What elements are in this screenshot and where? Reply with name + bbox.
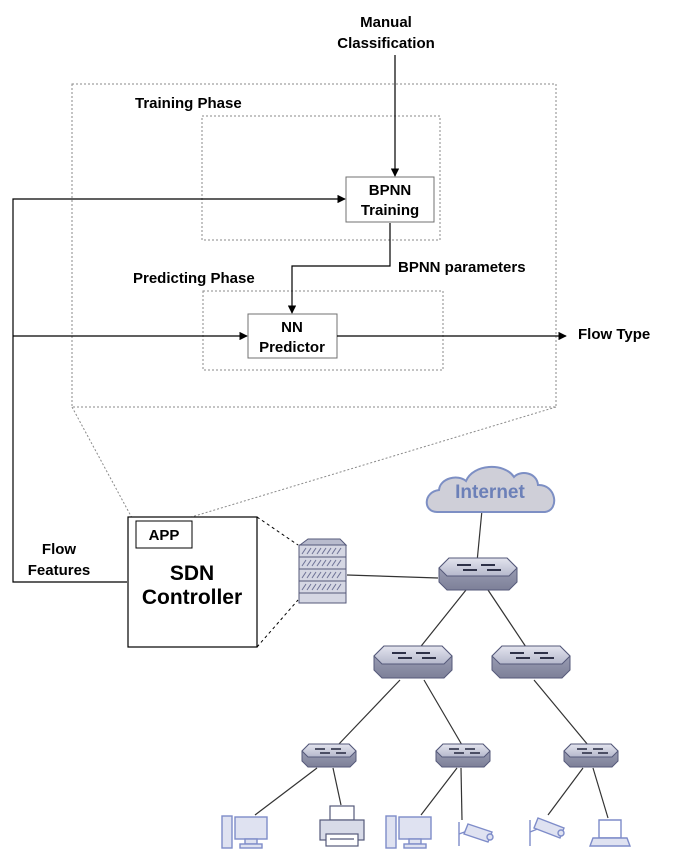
desktop-pc-1-icon <box>221 815 268 849</box>
flow-features-label-2: Features <box>28 562 91 579</box>
manual-classification-label-2: Classification <box>337 35 435 52</box>
aggregation-switch-right-icon <box>491 645 571 679</box>
flow-type-label: Flow Type <box>578 326 650 343</box>
flow-features-label-1: Flow <box>42 541 76 558</box>
training-phase-region <box>201 115 441 241</box>
core-switch-icon <box>438 557 518 591</box>
controller-server-link-top <box>256 516 299 546</box>
bpnn-training-box <box>345 176 435 223</box>
camera-1-icon <box>458 822 494 846</box>
nn-predictor-label-2: Predictor <box>259 339 325 356</box>
training-phase-label: Training Phase <box>135 95 242 112</box>
server-icon <box>298 538 348 604</box>
internet-label: Internet <box>455 482 525 503</box>
bpnn-training-label-2: Training <box>361 202 419 219</box>
nn-predictor-label-1: NN <box>281 319 303 336</box>
sdn-controller-label-1: SDN <box>170 562 214 585</box>
features-to-bpnn-arrow <box>12 194 346 583</box>
access-switch-1-icon <box>301 743 357 768</box>
desktop-pc-2-icon <box>385 815 432 849</box>
controller-server-link-bottom <box>256 599 299 648</box>
zoom-region <box>71 83 557 408</box>
access-switch-3-icon <box>563 743 619 768</box>
aggregation-switch-left-icon <box>373 645 453 679</box>
laptop-icon <box>588 819 632 847</box>
zoom-line-right <box>187 406 557 519</box>
access-switch-2-icon <box>435 743 491 768</box>
network-links <box>254 509 609 821</box>
zoom-line-left <box>71 406 133 519</box>
sdn-controller-label-2: Controller <box>142 586 242 609</box>
predicting-phase-label: Predicting Phase <box>133 270 255 287</box>
bpnn-to-nn-arrow <box>287 223 391 314</box>
app-label: APP <box>149 527 180 544</box>
app-box <box>135 520 193 549</box>
bpnn-parameters-label: BPNN parameters <box>398 259 526 276</box>
internet-cloud-icon: Internet <box>425 465 556 513</box>
camera-2-icon <box>529 817 565 846</box>
manual-classification-label-1: Manual <box>360 14 412 31</box>
printer-icon <box>319 805 365 847</box>
bpnn-training-label-1: BPNN <box>369 182 412 199</box>
predicting-phase-region <box>202 290 444 371</box>
